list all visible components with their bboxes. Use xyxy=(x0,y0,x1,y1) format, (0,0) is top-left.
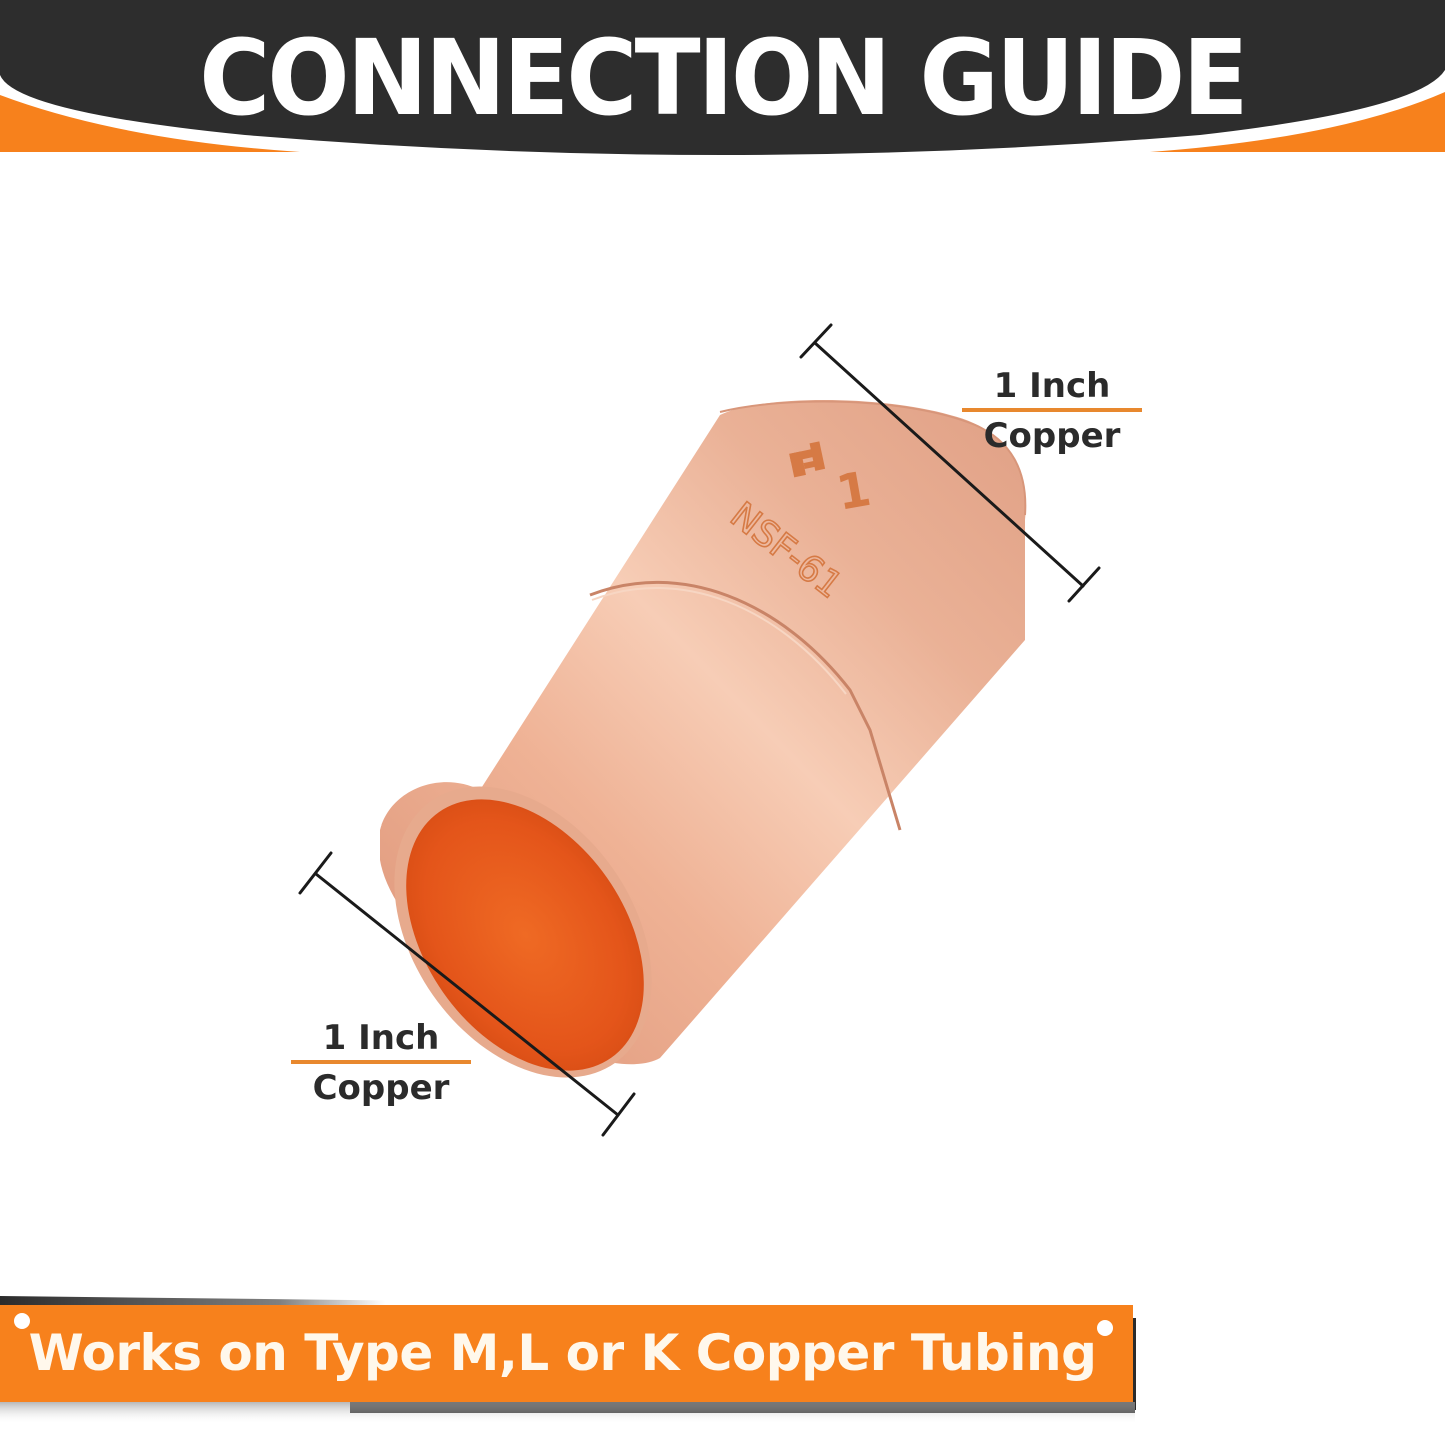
dimension-label-bottom-left: 1 Inch Copper xyxy=(291,1018,471,1108)
pin-hole-icon xyxy=(14,1313,30,1329)
coupling-body: 1 NSF-61 xyxy=(380,400,1027,1078)
pin-hole-icon xyxy=(1097,1320,1113,1336)
dimension-line-top-right xyxy=(799,323,1101,603)
dimension-size: 1 Inch xyxy=(322,1018,440,1058)
header-dark-band xyxy=(0,0,1445,155)
dimension-label-top-right: 1 Inch Copper xyxy=(962,366,1142,456)
dimension-line-bottom-left xyxy=(298,851,636,1137)
dimension-material: Copper xyxy=(983,416,1121,456)
header-orange-accent xyxy=(1150,92,1445,152)
dimension-material: Copper xyxy=(312,1068,450,1108)
banner-back-strip xyxy=(0,1296,700,1306)
maker-logo-icon xyxy=(789,441,826,478)
banner-text: Works on Type M,L or K Copper Tubing xyxy=(28,1324,1097,1382)
page-title: CONNECTION GUIDE xyxy=(199,17,1248,139)
dimension-divider xyxy=(291,1060,471,1064)
header-orange-accent xyxy=(0,95,300,152)
dimension-divider xyxy=(962,408,1142,412)
banner-strip xyxy=(0,1305,1133,1402)
dimension-size: 1 Inch xyxy=(993,366,1111,406)
banner-back-strip xyxy=(1132,1318,1136,1410)
